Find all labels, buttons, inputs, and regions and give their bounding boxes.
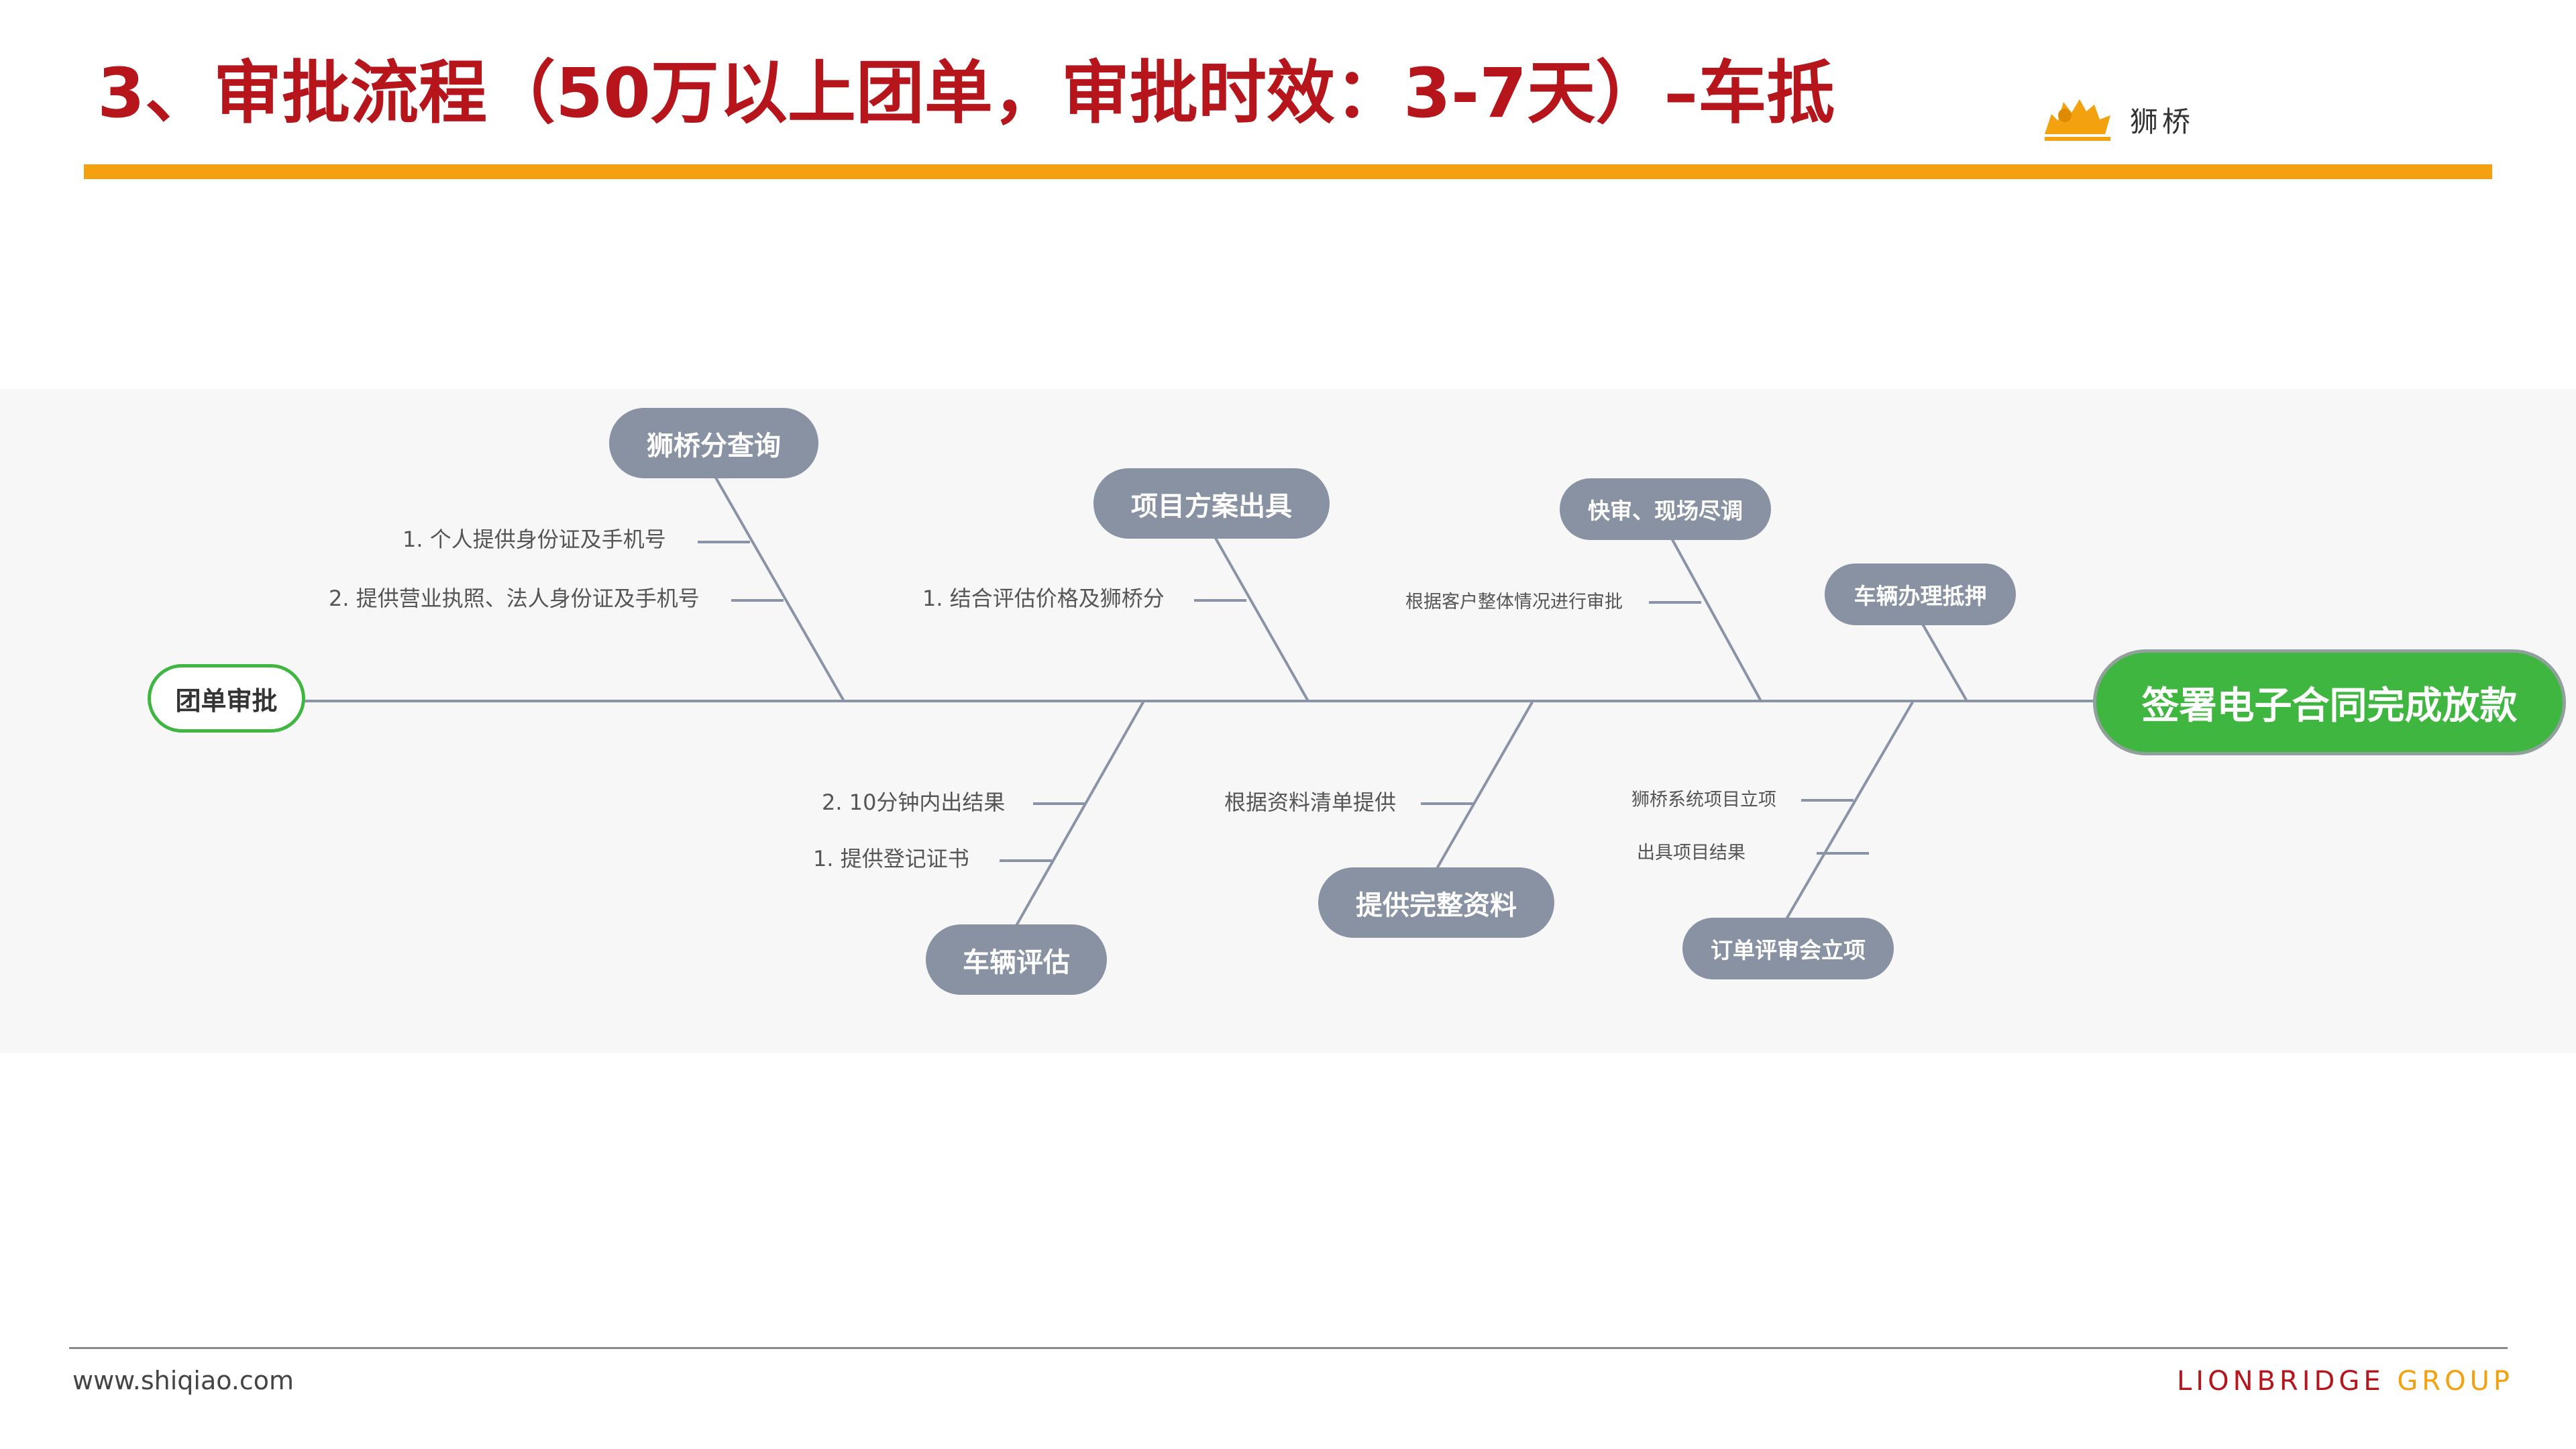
- detail-label: 1. 提供登记证书: [813, 846, 969, 871]
- detail-label: 出具项目结果: [1637, 843, 1746, 863]
- brand-group: GROUP: [2397, 1366, 2514, 1397]
- header-divider: [84, 164, 2492, 179]
- detail-label: 2. 提供营业执照、法人身份证及手机号: [329, 586, 700, 611]
- branch-node-complete-docs: 提供完整资料: [1318, 867, 1554, 938]
- branch-node-vehicle-mortgage: 车辆办理抵押: [1825, 564, 2016, 625]
- detail-label: 1. 结合评估价格及狮桥分: [922, 586, 1165, 611]
- footer-brand: LIONBRIDGE GROUP: [2177, 1366, 2514, 1397]
- footer-url: www.shiqiao.com: [72, 1366, 294, 1395]
- branch-node-vehicle-evaluation: 车辆评估: [926, 924, 1107, 995]
- end-node: 签署电子合同完成放款: [2093, 649, 2566, 755]
- bone-b3: [1666, 529, 1762, 702]
- footer-divider: [69, 1347, 2508, 1349]
- bone-b5: [1013, 700, 1145, 930]
- bone-b4: [1917, 616, 1968, 702]
- branch-node-shiqiao-score: 狮桥分查询: [609, 408, 818, 478]
- bone-b6: [1434, 700, 1534, 871]
- bone-b7: [1783, 700, 1915, 924]
- branch-node-project-plan: 项目方案出具: [1093, 468, 1330, 539]
- branch-node-review-committee: 订单评审会立项: [1682, 918, 1894, 979]
- lion-logo-icon: [2038, 87, 2118, 148]
- detail-label: 狮桥系统项目立项: [1631, 790, 1776, 810]
- detail-label: 1. 个人提供身份证及手机号: [402, 527, 666, 552]
- start-node: 团单审批: [148, 664, 305, 733]
- page-title: 3、审批流程（50万以上团单，审批时效：3-7天）–车抵: [97, 54, 1835, 133]
- logo-text: 狮桥: [2130, 105, 2195, 138]
- brand-name: LIONBRIDGE: [2177, 1366, 2385, 1397]
- detail-label: 根据资料清单提供: [1224, 790, 1397, 815]
- branch-node-quick-review: 快审、现场尽调: [1560, 478, 1771, 540]
- detail-label: 根据客户整体情况进行审批: [1405, 592, 1623, 612]
- bone-b2: [1210, 529, 1309, 702]
- detail-label: 2. 10分钟内出结果: [822, 790, 1006, 815]
- bone-b1: [710, 469, 845, 702]
